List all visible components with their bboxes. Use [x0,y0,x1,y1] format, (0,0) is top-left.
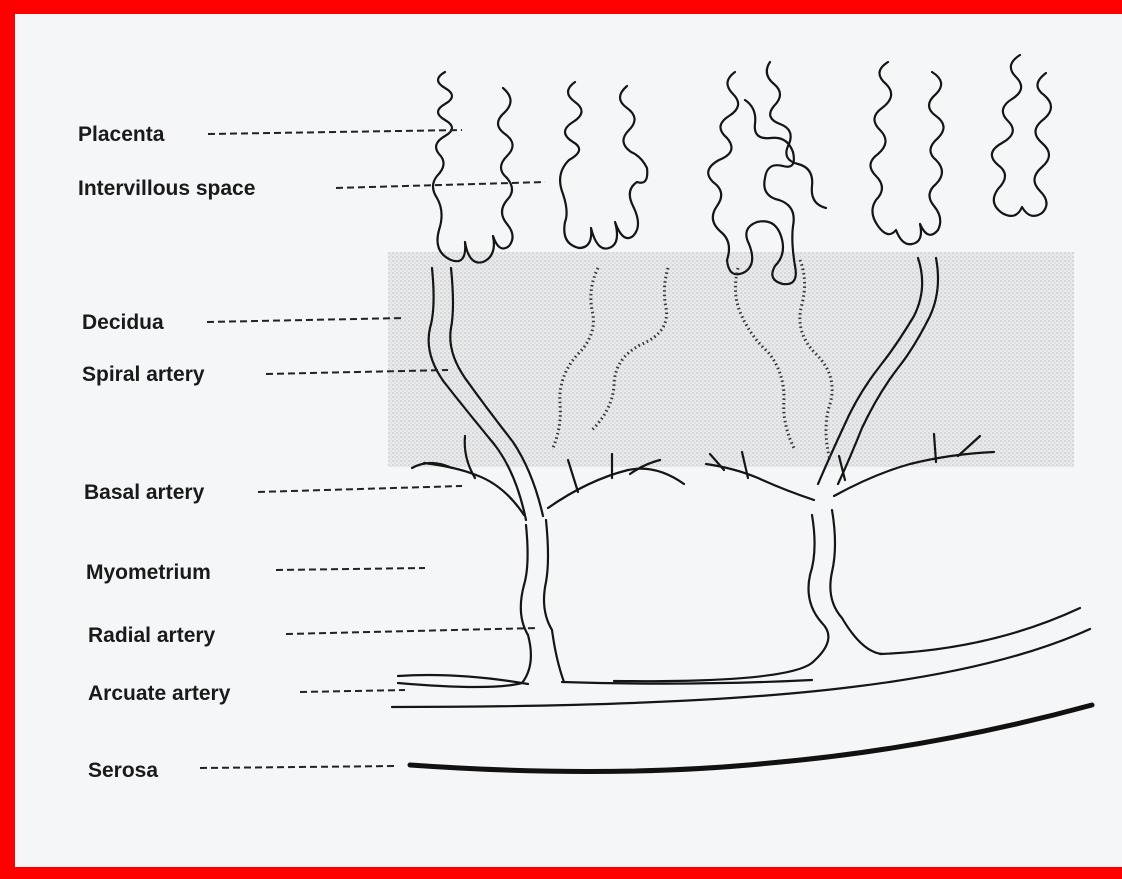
label-myometrium: Myometrium [86,561,211,584]
serosa-line [410,705,1092,772]
label-arcuate-artery: Arcuate artery [88,682,231,705]
label-radial-artery: Radial artery [88,624,216,647]
villus-1 [433,72,513,263]
label-spiral-artery: Spiral artery [82,363,205,386]
arcuate-artery [392,608,1090,707]
leader-arcuate-artery [300,690,405,692]
villus-2 [560,82,647,249]
villus-6 [992,55,1051,216]
label-placenta: Placenta [78,123,165,146]
leader-intervillous-space [336,182,545,188]
villus-4 [767,62,826,208]
leader-basal-artery [258,486,462,492]
leader-serosa [200,766,398,768]
decidua-region [388,252,1074,467]
leader-radial-artery [286,628,538,634]
radial-arteries [398,510,882,687]
label-intervillous-space: Intervillous space [78,177,255,200]
placenta-villi [433,55,1051,284]
label-decidua: Decidua [82,311,164,334]
leader-myometrium [276,568,425,570]
leader-placenta [208,130,462,134]
label-serosa: Serosa [88,759,158,782]
leader-decidua [207,318,405,322]
label-basal-artery: Basal artery [84,481,205,504]
villus-5 [870,62,943,244]
